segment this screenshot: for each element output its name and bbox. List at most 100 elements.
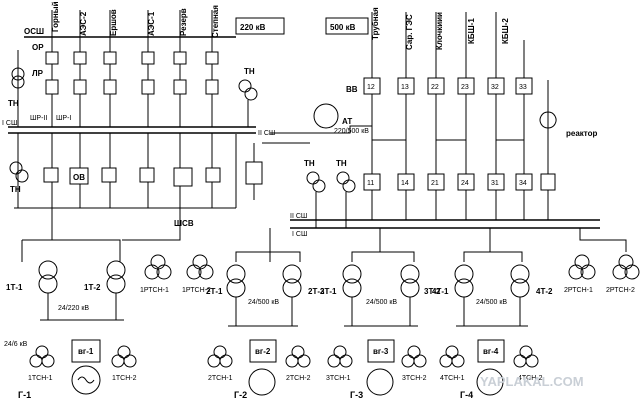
bus1-500-label: I СШ [292, 231, 307, 238]
transformer-1t2 [106, 260, 126, 294]
switchyard-220kv: 220 кВ ОСШ Горный [2, 1, 285, 228]
rtsn-4 [612, 254, 640, 280]
line-kbsh1: КБШ-1 [467, 18, 476, 44]
cell-12-label: 12 [367, 84, 375, 91]
ov-label: ОВ [73, 173, 85, 182]
tn-label-1: ТН [8, 99, 19, 108]
cell-31-label: 31 [491, 180, 499, 187]
generator-blocks: 1Т-1 1Т-2 2Т-1 2Т-2 3Т-1 3Т-2 4Т-1 4Т-2 … [4, 208, 640, 400]
line-trubnaya: Трубная [371, 7, 380, 40]
tn-label-4: ТН [304, 159, 315, 168]
label-g4: Г-4 [460, 390, 473, 400]
voltage-220-box [235, 17, 285, 35]
label-4tsn1: 4ТСН-1 [440, 375, 465, 382]
generator-g2 [248, 368, 276, 396]
transformer-2t2 [282, 264, 302, 298]
voltage-220-label: 220 кВ [240, 23, 266, 32]
label-4t1: 4Т-1 [432, 287, 449, 296]
label-1rtsn2: 1РТСН-2 [182, 287, 211, 294]
reactor-symbol [539, 111, 557, 129]
ratio-block4: 24/500 кВ [476, 299, 507, 306]
line-gorny: Горный [51, 1, 60, 32]
label-3tsn2: 3ТСН-2 [402, 375, 427, 382]
label-3t1: 3Т-1 [320, 287, 337, 296]
shr2-label: ШР-II [30, 115, 47, 122]
label-vg1: вг-1 [78, 347, 94, 356]
voltage-500-box [325, 17, 369, 35]
cell-13-label: 13 [401, 84, 409, 91]
vv-label: ВВ [346, 85, 358, 94]
label-1rtsn1: 1РТСН-1 [140, 287, 169, 294]
reactor-label: реактор [566, 129, 597, 138]
transformer-2t1 [226, 264, 246, 298]
cell-33-label: 33 [519, 84, 527, 91]
cell-24-label: 24 [461, 180, 469, 187]
transformer-1t1 [38, 260, 58, 294]
label-4t2: 4Т-2 [536, 287, 553, 296]
label-vg4: вг-4 [483, 347, 499, 356]
line-kbsh2: КБШ-2 [501, 18, 510, 44]
label-2tsn1: 2ТСН-1 [208, 375, 233, 382]
label-g1: Г-1 [18, 390, 31, 400]
bus2-500-label: II СШ [290, 213, 307, 220]
ratio-block3: 24/500 кВ [366, 299, 397, 306]
cell-11-label: 11 [367, 180, 374, 187]
label-1tsn2: 1ТСН-2 [112, 375, 137, 382]
shr1-label: ШР-I [56, 115, 71, 122]
generator-g1 [71, 365, 101, 395]
line-aes1: АЭС-1 [147, 11, 156, 36]
feeders-220 [45, 10, 219, 127]
transformer-3t2 [400, 264, 420, 298]
ratio-block2: 24/500 кВ [248, 299, 279, 306]
line-aes2: АЭС-2 [79, 11, 88, 36]
label-4tsn2: 4ТСН-2 [518, 375, 543, 382]
transformer-3t1 [342, 264, 362, 298]
line-ershov: Ершов [109, 9, 118, 36]
rtsn-2 [186, 254, 214, 280]
bus1-label: I СШ [2, 120, 17, 127]
label-g3: Г-3 [350, 390, 363, 400]
at-ratio: 220/500 кВ [334, 128, 369, 135]
voltage-500-label: 500 кВ [330, 23, 356, 32]
line-rezerv: Резерв [179, 8, 188, 36]
ratio-24-6: 24/6 кВ [4, 341, 28, 348]
watermark: YAPLAKAL.COM [480, 374, 584, 389]
cells-500-bottom: 11 14 21 24 31 34 [363, 173, 556, 191]
rtsn-1 [144, 254, 172, 280]
or-label: ОР [32, 43, 44, 52]
label-1tsn1: 1ТСН-1 [28, 375, 53, 382]
lr-label: ЛР [32, 69, 44, 78]
shsv-label: ШСВ [174, 219, 194, 228]
label-vg2: вг-2 [255, 347, 271, 356]
line-klochkiii: Клочкиии [435, 12, 444, 50]
switchyard-500kv: 500 кВ Трубная Сар. ГЭС Клочкиии КБШ-1 К… [262, 7, 600, 238]
label-g2: Г-2 [234, 390, 247, 400]
line-stepnaya: Степная [211, 5, 220, 38]
tn-label-2: ТН [244, 67, 255, 76]
label-1t2: 1Т-2 [84, 283, 101, 292]
label-2rtsn1: 2РТСН-1 [564, 287, 593, 294]
osh-label: ОСШ [24, 27, 44, 36]
cell-21-label: 21 [431, 180, 439, 187]
cell-34-label: 34 [519, 180, 527, 187]
transformer-4t1 [454, 264, 474, 298]
label-2t2: 2Т-2 [308, 287, 325, 296]
label-2rtsn2: 2РТСН-2 [606, 287, 635, 294]
label-2t1: 2Т-1 [206, 287, 223, 296]
cell-14-label: 14 [401, 180, 409, 187]
generator-g4 [476, 368, 504, 396]
label-vg3: вг-3 [373, 347, 389, 356]
ratio-block1: 24/220 кВ [58, 305, 89, 312]
rtsn-3 [568, 254, 596, 280]
cell-23-label: 23 [461, 84, 469, 91]
label-2tsn2: 2ТСН-2 [286, 375, 311, 382]
cell-32-label: 32 [491, 84, 499, 91]
bus2-label: II СШ [258, 130, 275, 137]
autotransformer-symbol [313, 103, 339, 129]
line-sar-ges: Сар. ГЭС [405, 14, 414, 50]
at-label: АТ [342, 117, 352, 126]
label-1t1: 1Т-1 [6, 283, 23, 292]
tn-label-3: ТН [10, 185, 21, 194]
label-3t2: 3Т-2 [424, 287, 441, 296]
